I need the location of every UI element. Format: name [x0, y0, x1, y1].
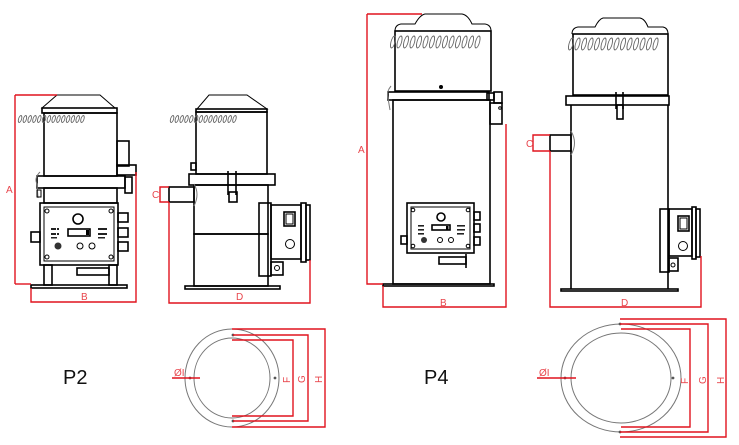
p4-front-view: [382, 13, 503, 287]
vent-slot: [22, 115, 28, 123]
vent-slot: [422, 35, 429, 49]
p4-front-dimensions: A B: [358, 13, 507, 309]
vent-slot: [435, 35, 442, 49]
vent-slot: [607, 37, 614, 51]
dim-label-d: D: [621, 298, 628, 309]
dim-label-i: ØI: [539, 368, 550, 379]
vent-slot: [208, 115, 213, 123]
vent-slot: [17, 115, 23, 123]
p4-side-dimensions: C D: [526, 134, 702, 309]
dim-label-g: G: [698, 376, 709, 384]
p2-side-dimensions: C D: [152, 186, 311, 304]
vent-slot: [32, 115, 37, 123]
vent-slot: [184, 115, 189, 123]
vent-slot: [416, 35, 423, 49]
vent-slot: [639, 37, 646, 51]
model-label-p2: P2: [63, 367, 87, 389]
vent-slot: [474, 35, 481, 49]
vent-slot: [189, 115, 194, 123]
vent-slot: [581, 37, 588, 51]
vent-slot: [620, 37, 627, 51]
vent-slot: [568, 37, 575, 51]
vent-slot: [65, 115, 71, 123]
vent-slots: [17, 115, 85, 123]
vent-slot: [429, 35, 436, 49]
p2-front-dimensions: A B: [6, 94, 137, 303]
vent-slot: [461, 35, 468, 49]
vent-slots: [390, 35, 481, 49]
dim-label-i: ØI: [174, 368, 185, 379]
vent-slot: [227, 115, 232, 123]
vent-slot: [169, 115, 175, 123]
dim-label-d: D: [236, 292, 243, 303]
vent-slot: [574, 37, 581, 51]
dim-label-a: A: [6, 185, 13, 196]
dim-label-b: B: [81, 292, 88, 303]
vent-slot: [174, 115, 180, 123]
vent-slot: [613, 37, 620, 51]
vent-slot: [403, 35, 410, 49]
vent-slot: [396, 35, 403, 49]
vent-slots: [169, 115, 237, 123]
dim-label-c: C: [152, 190, 159, 201]
vent-slot: [594, 37, 601, 51]
vent-slot: [193, 115, 199, 123]
vent-slot: [390, 35, 397, 49]
dim-label-f: F: [282, 377, 293, 383]
vent-slot: [46, 115, 52, 123]
vent-slot: [80, 115, 85, 123]
vent-slot: [51, 115, 56, 123]
vent-slot: [652, 37, 659, 51]
p4-flange-view: ØI F G H: [537, 318, 727, 438]
vent-slot: [27, 115, 32, 123]
indicator-lamp: [72, 213, 84, 225]
dim-label-g: G: [297, 375, 308, 383]
dim-label-c: C: [526, 139, 533, 150]
vent-slot: [75, 115, 80, 123]
vent-slot: [41, 115, 47, 123]
vent-slot: [646, 37, 653, 51]
vent-slot: [203, 115, 208, 123]
p2-side-view: [168, 94, 311, 290]
display: [67, 228, 91, 237]
vent-slot: [409, 35, 416, 49]
p4-side-view: [549, 17, 701, 292]
vent-slot: [56, 115, 61, 123]
dim-label-h: H: [314, 376, 325, 383]
vent-slot: [468, 35, 475, 49]
vent-slot: [587, 37, 594, 51]
vent-slot: [232, 115, 237, 123]
vent-slot: [198, 115, 204, 123]
vent-slot: [455, 35, 462, 49]
dim-label-h: H: [716, 377, 727, 384]
vent-slots: [568, 37, 659, 51]
vent-slot: [37, 115, 42, 123]
vent-slot: [633, 37, 640, 51]
vent-slot: [626, 37, 633, 51]
vent-slot: [442, 35, 449, 49]
vent-slot: [61, 115, 66, 123]
vent-slot: [600, 37, 607, 51]
vent-slot: [217, 115, 223, 123]
vent-slot: [213, 115, 218, 123]
vent-slot: [222, 115, 228, 123]
p2-front-view: [17, 94, 137, 289]
model-label-p4: P4: [424, 367, 448, 389]
vent-slot: [179, 115, 184, 123]
dim-label-b: B: [440, 298, 447, 309]
dim-label-f: F: [680, 378, 691, 384]
vent-slot: [70, 115, 76, 123]
dim-label-a: A: [358, 145, 365, 156]
vent-slot: [448, 35, 455, 49]
p2-flange-view: ØI F G H: [172, 328, 326, 428]
